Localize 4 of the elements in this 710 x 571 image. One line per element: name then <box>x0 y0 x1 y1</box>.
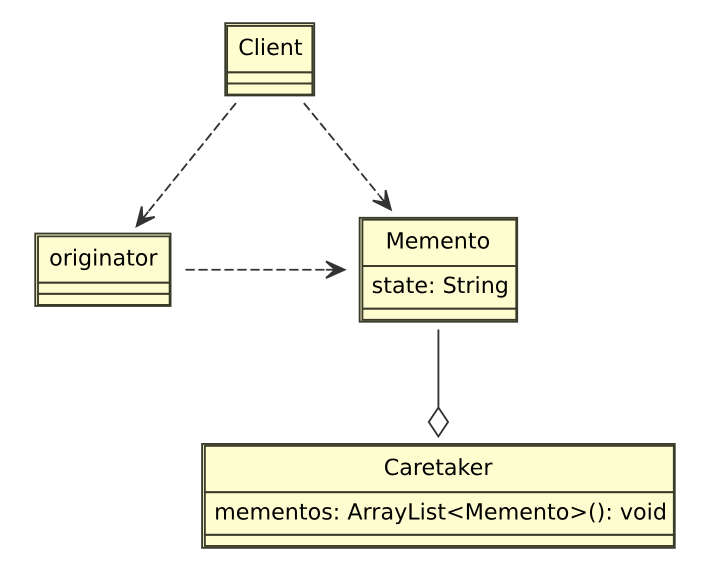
arrow <box>185 260 346 280</box>
arrow <box>303 102 392 211</box>
arrow <box>136 102 237 228</box>
connector <box>428 329 450 438</box>
